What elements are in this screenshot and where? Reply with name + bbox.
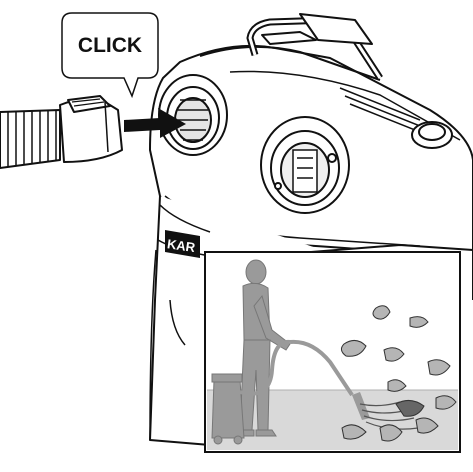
rotary-switch bbox=[260, 116, 350, 214]
small-vacuum-icon bbox=[211, 373, 245, 445]
inset-scene bbox=[204, 251, 461, 453]
blower-hose bbox=[239, 339, 354, 397]
hose-connector-icon bbox=[0, 95, 123, 169]
click-callout: CLICK bbox=[61, 12, 159, 99]
leaf-icon bbox=[340, 305, 457, 442]
brand-plate: KAR bbox=[165, 230, 200, 258]
callout-text: CLICK bbox=[78, 34, 142, 57]
brand-text: KAR bbox=[166, 236, 197, 255]
arrow-right-icon bbox=[124, 108, 186, 138]
